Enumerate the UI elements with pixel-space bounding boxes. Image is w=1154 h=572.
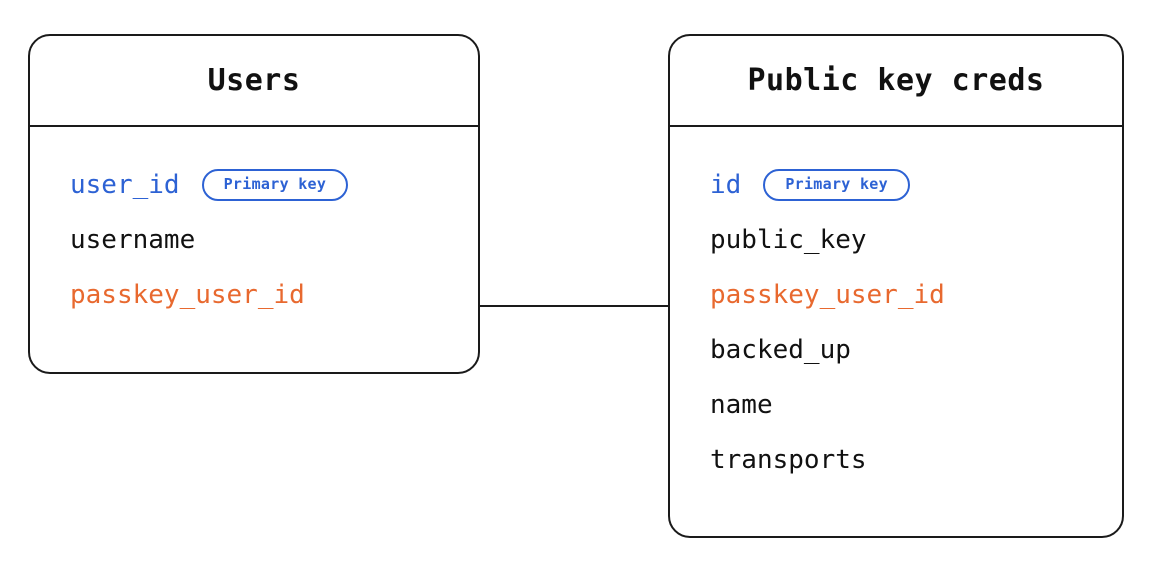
field-row[interactable]: id Primary key <box>670 157 1122 212</box>
entity-users[interactable]: Users user_id Primary key username passk… <box>28 34 480 374</box>
field-row[interactable]: passkey_user_id <box>670 267 1122 322</box>
entity-users-header: Users <box>30 36 478 127</box>
field-row[interactable]: username <box>30 212 478 267</box>
field-name-name: name <box>710 389 773 420</box>
field-name-id: id <box>710 169 742 200</box>
entity-public-key-creds-title: Public key creds <box>747 63 1045 98</box>
field-row[interactable]: user_id Primary key <box>30 157 478 212</box>
field-name-user-id: user_id <box>70 169 180 200</box>
field-name-username: username <box>70 224 196 255</box>
field-name-public-key: public_key <box>710 224 867 255</box>
entity-users-field-list: user_id Primary key username passkey_use… <box>30 127 478 348</box>
entity-public-key-creds[interactable]: Public key creds id Primary key public_k… <box>668 34 1124 538</box>
field-row[interactable]: backed_up <box>670 322 1122 377</box>
field-name-transports: transports <box>710 444 867 475</box>
field-row[interactable]: name <box>670 377 1122 432</box>
entity-public-key-creds-header: Public key creds <box>670 36 1122 127</box>
field-name-passkey-user-id: passkey_user_id <box>70 279 305 310</box>
primary-key-badge: Primary key <box>763 168 910 201</box>
field-row[interactable]: public_key <box>670 212 1122 267</box>
field-name-backed-up: backed_up <box>710 334 851 365</box>
entity-users-title: Users <box>207 63 301 98</box>
field-name-passkey-user-id: passkey_user_id <box>710 279 945 310</box>
field-row[interactable]: transports <box>670 432 1122 487</box>
entity-public-key-creds-field-list: id Primary key public_key passkey_user_i… <box>670 127 1122 513</box>
relation-line-users-to-public-key-creds <box>478 305 668 307</box>
primary-key-badge: Primary key <box>201 168 349 201</box>
field-row[interactable]: passkey_user_id <box>30 267 478 322</box>
